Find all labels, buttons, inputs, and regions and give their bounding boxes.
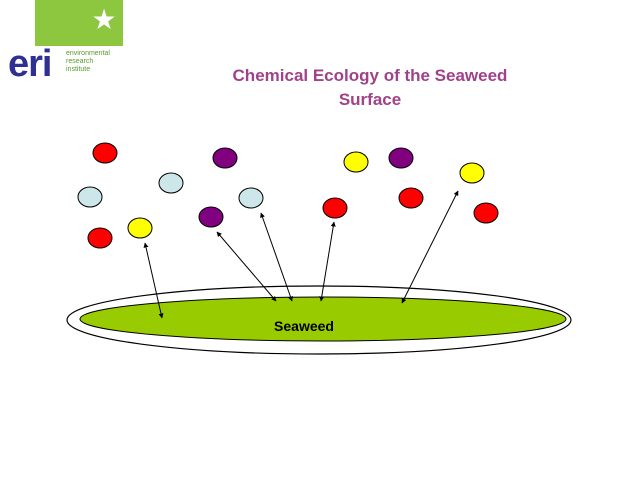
logo-wordmark: environmental research institute	[66, 50, 126, 74]
molecule-red	[92, 142, 118, 164]
arrows-group	[143, 190, 459, 319]
molecule-red	[322, 197, 348, 219]
star-icon: ★	[91, 3, 117, 36]
molecule-red	[398, 187, 424, 209]
molecule-purple	[388, 147, 414, 169]
molecule-red	[87, 227, 113, 249]
title-line-1: Chemical Ecology of the Seaweed	[232, 66, 508, 85]
molecule-yellow	[343, 151, 369, 173]
molecules-group	[77, 142, 499, 249]
molecule-yellow	[127, 217, 153, 239]
double-arrow	[260, 212, 293, 302]
molecule-light-blue	[238, 187, 264, 209]
molecule-light-blue	[158, 172, 184, 194]
eri-logo: ★ eri environmental research institute	[8, 0, 123, 92]
molecule-purple	[198, 206, 224, 228]
logo-line-3: institute	[66, 66, 91, 73]
logo-line-2: research	[66, 58, 94, 65]
molecule-light-blue	[77, 186, 103, 208]
logo-acronym: eri	[8, 43, 52, 85]
molecule-red	[473, 202, 499, 224]
molecule-purple	[212, 147, 238, 169]
logo-green-block	[35, 0, 123, 46]
slide-title: Chemical Ecology of the Seaweed Surface	[180, 64, 560, 112]
molecule-yellow	[459, 162, 485, 184]
logo-line-1: environmental	[66, 50, 110, 57]
double-arrow	[319, 221, 336, 302]
double-arrow	[401, 190, 459, 304]
title-line-2: Surface	[338, 90, 402, 109]
seaweed-label: Seaweed	[274, 318, 334, 334]
double-arrow	[143, 242, 164, 319]
